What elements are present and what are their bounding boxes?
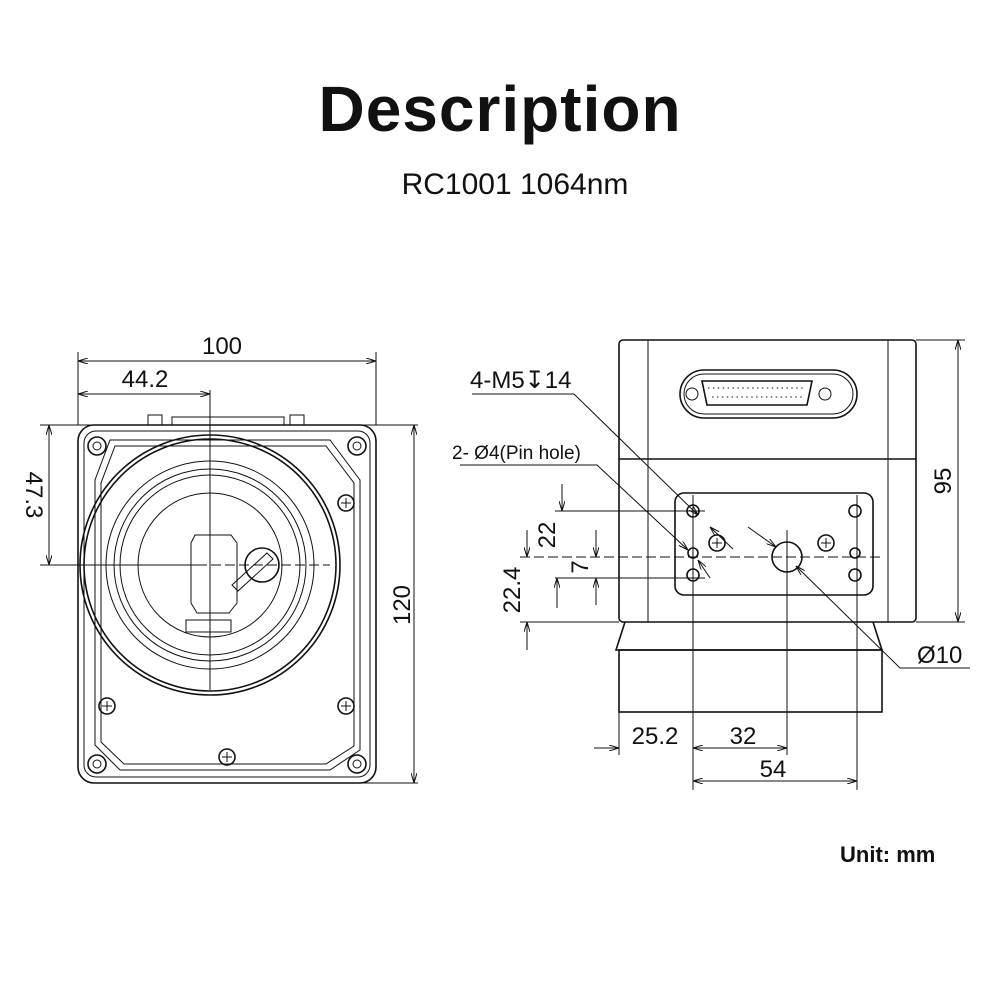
dim-54: 54 bbox=[760, 756, 787, 783]
callout-m5-threads: 4-M5↧14 bbox=[470, 367, 571, 394]
screw-icons bbox=[98, 494, 355, 766]
dim-width: 100 bbox=[202, 333, 242, 360]
callout-pin-holes: 2- Ø4(Pin hole) bbox=[452, 443, 581, 464]
model-subtitle: RC1001 1064nm bbox=[401, 168, 629, 201]
dim-32: 32 bbox=[730, 723, 757, 750]
callout-bore: Ø10 bbox=[917, 642, 962, 669]
side-view: 95 22 7 22.4 25.2 32 54 4-M5↧14 2- Ø4(Pi… bbox=[452, 339, 970, 790]
corner-hole-icons bbox=[87, 436, 367, 774]
mount-holes bbox=[686, 504, 862, 582]
dim-height: 120 bbox=[389, 585, 416, 625]
dim-offset-x: 44.2 bbox=[122, 366, 169, 393]
front-view: 100 44.2 47.3 120 bbox=[20, 333, 418, 784]
dim-offset-y: 47.3 bbox=[20, 472, 47, 519]
page-title: Description bbox=[318, 73, 682, 145]
dim-25-2: 25.2 bbox=[632, 723, 679, 750]
dim-7: 7 bbox=[567, 560, 594, 573]
unit-label: Unit: mm bbox=[840, 842, 936, 867]
db25-connector-icon bbox=[679, 369, 858, 419]
dim-22-4: 22.4 bbox=[499, 567, 526, 614]
dim-side-height: 95 bbox=[930, 468, 957, 495]
dim-22: 22 bbox=[534, 522, 561, 549]
